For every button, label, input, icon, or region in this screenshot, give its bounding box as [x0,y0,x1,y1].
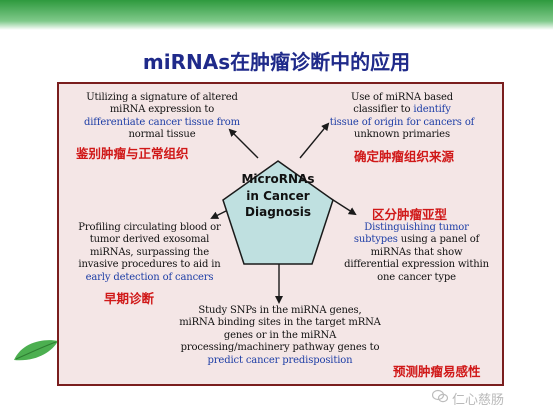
ml-line-3: miRNAs, surpassing the [90,246,209,258]
mr-blue-line-2: subtypes [353,234,398,246]
ml-blue-line: early detection of cancers [85,271,214,283]
mr-line-4: differential expression within [344,259,489,271]
mr-line-2: subtypes using a panel of [334,234,499,246]
ml-line-1: Profiling circulating blood or [78,222,221,233]
top-green-band [0,0,553,30]
b-line-2: miRNA binding sites in the target mRNA [179,317,381,329]
mr-line-3: miRNAs that show [370,246,463,258]
cn-label-top-right: 确定肿瘤组织来源 [354,149,455,164]
slide-title: miRNAs在肿瘤诊断中的应用 [142,50,411,74]
tr-line-3: unknown primaries [354,129,450,141]
tl-line-3: normal tissue [128,129,196,141]
b-line-3: genes or in the miRNA [223,329,337,341]
tr-line-2-text: classifier to [353,104,411,116]
tr-blue-line: tissue of origin for cancers of [329,116,475,128]
block-bottom: Study SNPs in the miRNA genes, miRNA bin… [168,305,392,367]
tl-line-2: miRNA expression to [109,104,215,116]
cn-label-mid-right: 区分肿瘤亚型 [372,207,448,222]
watermark: 仁心慈肠 [452,393,505,408]
center-line-1: MicroRNAs [241,172,315,186]
tr-blue-inline: identify [413,104,451,116]
leaf-icon [14,340,58,361]
ml-line-2: tumor derived exosomal [89,234,210,246]
tl-blue-line: differentiate cancer tissue from [83,116,241,128]
arrow-to-top-right [299,122,330,159]
cn-label-bottom: 预测肿瘤易感性 [393,364,481,379]
center-pentagon [222,160,334,265]
tr-line-1: Use of miRNA based [350,92,454,103]
block-mid-left: Profiling circulating blood or tumor der… [62,222,237,284]
arrow-to-mid-right [329,197,357,216]
cn-label-mid-left: 早期诊断 [104,291,155,306]
tl-line-1: Utilizing a signature of altered [86,92,238,103]
block-top-left: Utilizing a signature of altered miRNA e… [62,92,262,142]
tr-line-2: classifier to identify [312,104,492,116]
wechat-icon [432,389,448,403]
b-blue-line: predict cancer predisposition [207,354,353,366]
center-label: MicroRNAs in Cancer Diagnosis [222,171,334,221]
b-line-1: Study SNPs in the miRNA genes, [198,305,362,316]
center-line-3: Diagnosis [245,205,311,219]
b-line-4: processing/machinery pathway genes to [180,342,380,354]
cn-label-top-left: 鉴别肿瘤与正常组织 [76,146,189,161]
block-mid-right: Distinguishing tumor subtypes using a pa… [334,222,499,284]
block-top-right: Use of miRNA based classifier to identif… [312,92,492,142]
mr-line-5: one cancer type [377,271,456,283]
arrow-to-top-left [228,128,259,159]
mr-line-2-tail: using a panel of [400,234,480,246]
ml-line-4: invasive procedures to aid in [78,259,221,271]
mr-blue-line-1: Distinguishing tumor [364,222,469,233]
center-line-2: in Cancer [246,188,310,203]
